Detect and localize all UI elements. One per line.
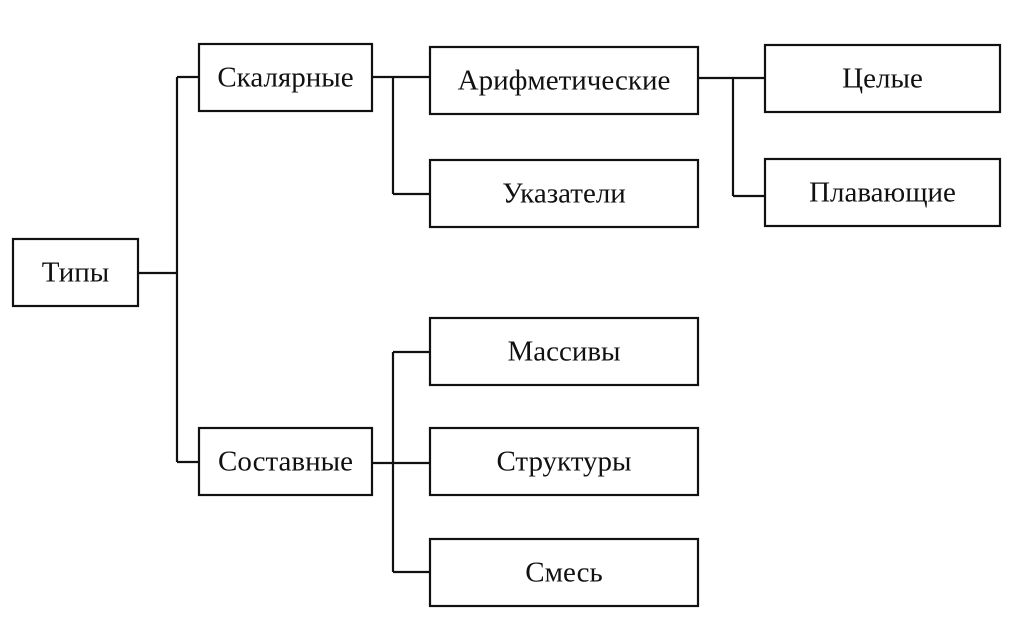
node-composite-label: Составные bbox=[218, 446, 353, 478]
node-floating-label: Плавающие bbox=[809, 177, 956, 209]
node-structures: Структуры bbox=[428, 426, 700, 497]
node-types-label: Типы bbox=[42, 257, 110, 289]
node-pointers-label: Указатели bbox=[502, 178, 626, 210]
node-arithmetic-label: Арифметические bbox=[458, 65, 671, 97]
node-pointers: Указатели bbox=[428, 158, 700, 229]
node-integer: Целые bbox=[763, 43, 1002, 114]
node-integer-label: Целые bbox=[842, 63, 923, 95]
node-arrays: Массивы bbox=[428, 316, 700, 387]
node-composite: Составные bbox=[197, 426, 374, 497]
node-scalar-label: Скалярные bbox=[217, 62, 353, 94]
node-unions: Смесь bbox=[428, 537, 700, 608]
node-arrays-label: Массивы bbox=[507, 336, 620, 368]
node-floating: Плавающие bbox=[763, 157, 1002, 228]
node-arithmetic: Арифметические bbox=[428, 45, 700, 116]
node-structures-label: Структуры bbox=[496, 446, 631, 478]
node-unions-label: Смесь bbox=[525, 557, 602, 589]
node-types: Типы bbox=[11, 237, 140, 308]
connectors bbox=[138, 75, 765, 574]
node-scalar: Скалярные bbox=[197, 42, 374, 113]
